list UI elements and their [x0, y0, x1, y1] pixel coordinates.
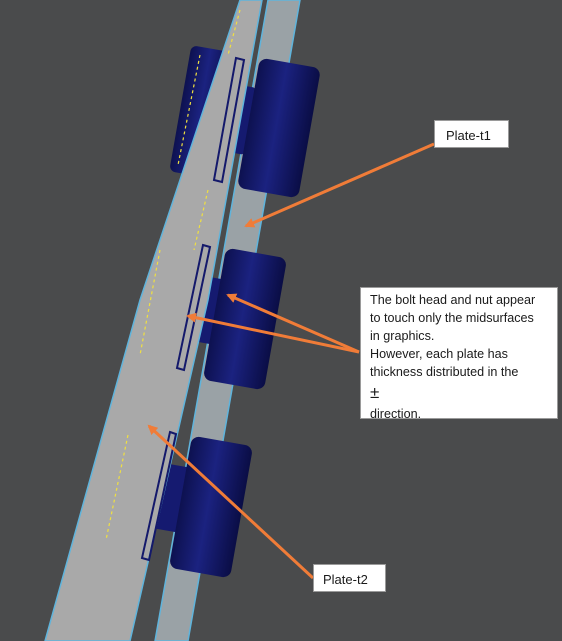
arrow-nut — [186, 312, 360, 354]
arrow-plate-t2 — [147, 424, 315, 580]
element-axis-marks — [105, 9, 241, 541]
note-line-2: to touch only the midsurfaces — [370, 310, 534, 325]
note-line-1: The bolt head and nut appear — [370, 293, 536, 307]
plate-t2-surface — [44, 0, 263, 641]
note-line-4: However, each plate has — [370, 346, 508, 361]
note-direction-text: direction. — [370, 406, 422, 421]
plus-minus-symbol: ± — [370, 383, 380, 403]
midsurface-note: The bolt head and nut appear to touch on… — [360, 287, 558, 421]
plate-t1-label: Plate-t1 — [434, 120, 509, 148]
note-line-3: in graphics. — [370, 328, 435, 343]
bolt-shank-outlines — [140, 56, 246, 562]
callout-arrows — [147, 142, 435, 580]
arrow-bolt-head — [226, 293, 360, 354]
arrow-plate-t1 — [244, 142, 435, 228]
note-line-6: ± direction. — [370, 381, 549, 423]
plate-t2-label: Plate-t2 — [313, 564, 386, 592]
note-line-5: thickness distributed in the — [370, 364, 519, 379]
